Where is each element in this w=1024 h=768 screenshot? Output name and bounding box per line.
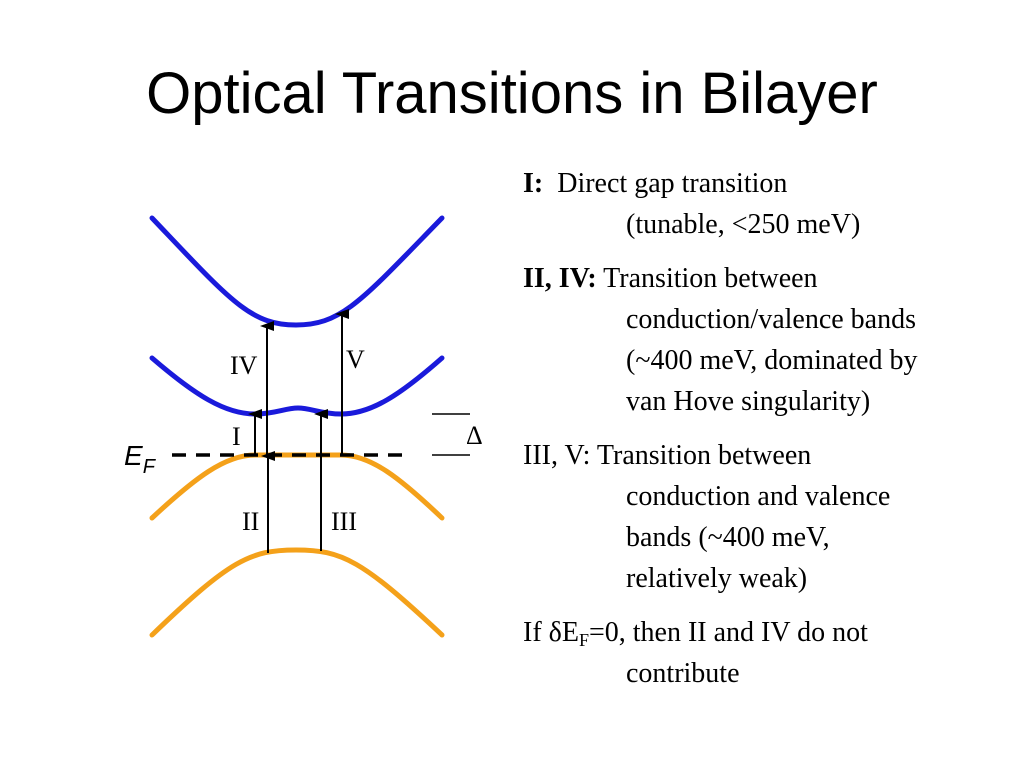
- note-I-detail: (tunable, <250 meV): [626, 209, 861, 240]
- slide-title: Optical Transitions in Bilayer: [146, 61, 878, 126]
- transition-notes: I: Direct gap transition (tunable, <250 …: [523, 163, 1013, 707]
- band-structure-diagram: IV V I II III Δ EF: [124, 215, 483, 638]
- label-delta: Δ: [466, 421, 483, 450]
- delta-symbol: δ: [548, 617, 562, 648]
- note-I: I: Direct gap transition (tunable, <250 …: [523, 163, 1013, 245]
- note-II-IV-text: Transition between: [603, 263, 818, 294]
- lower-conduction-band: [149, 355, 445, 417]
- upper-conduction-band: [149, 215, 445, 328]
- note-II-IV-key: II, IV:: [523, 263, 597, 294]
- note-I-key: I:: [523, 168, 544, 199]
- note-III-V-line2: conduction and valence: [626, 481, 891, 512]
- note-I-text: Direct gap transition: [557, 168, 788, 199]
- note-II-IV-line4: van Hove singularity): [626, 386, 871, 417]
- upper-valence-band: [149, 452, 445, 521]
- note-II-IV: II, IV: Transition between conduction/va…: [523, 258, 1013, 422]
- note-fermi-condition: If δEF=0, then II and IV do not contribu…: [523, 612, 1013, 694]
- label-I: I: [232, 422, 241, 451]
- label-IV: IV: [230, 351, 258, 380]
- label-V: V: [346, 345, 365, 374]
- note-III-V-line4: relatively weak): [626, 563, 808, 594]
- note-fermi-condition-line2: contribute: [626, 658, 740, 689]
- label-II: II: [242, 507, 259, 536]
- note-III-V: III, V: Transition between conduction an…: [523, 435, 1013, 599]
- note-II-IV-line2: conduction/valence bands: [626, 304, 917, 335]
- lower-valence-band: [149, 547, 445, 638]
- note-III-V-line3: bands (~400 meV,: [626, 522, 830, 553]
- label-fermi-level: EF: [124, 440, 157, 478]
- label-III: III: [331, 507, 357, 536]
- note-III-V-line1: III, V: Transition between: [523, 440, 812, 471]
- note-II-IV-line3: (~400 meV, dominated by: [626, 345, 918, 376]
